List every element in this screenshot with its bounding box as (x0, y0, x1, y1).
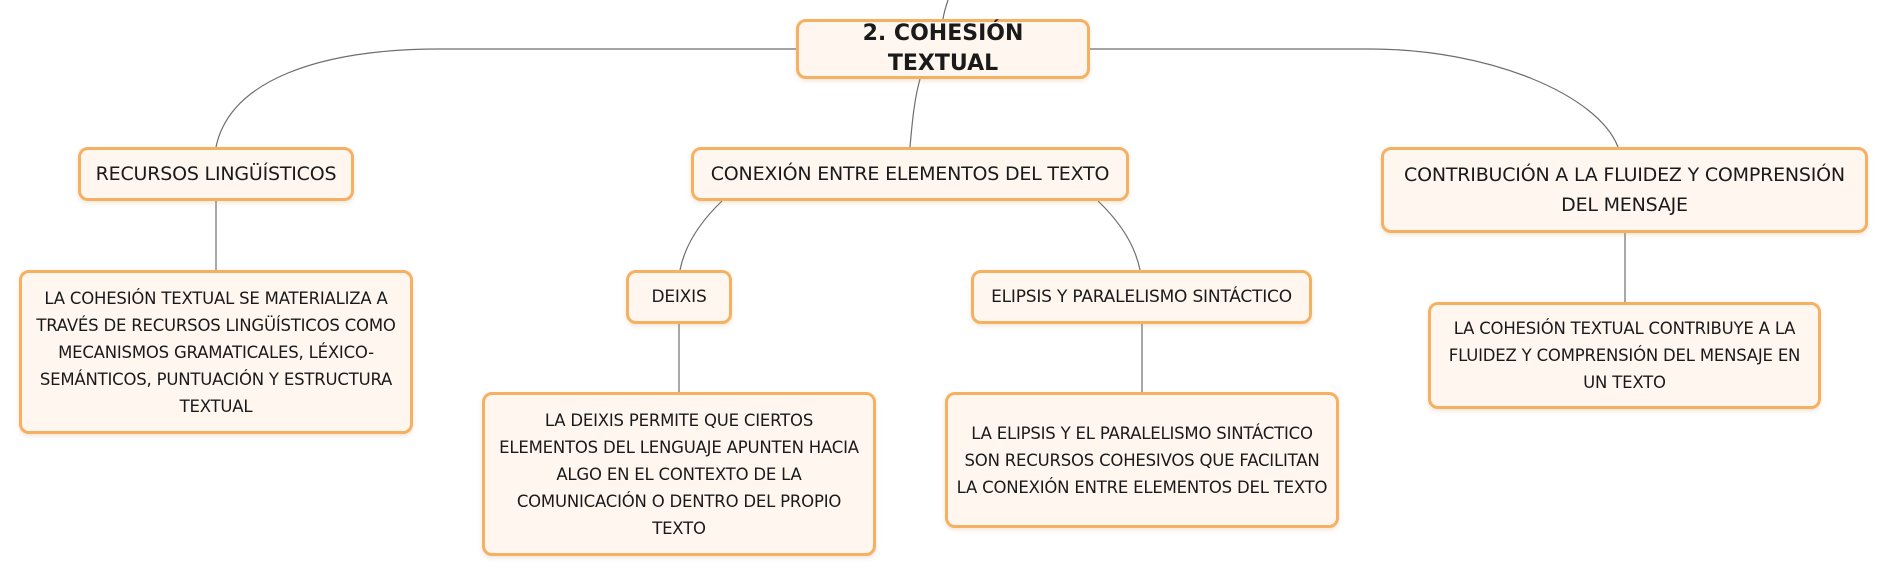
node-recursos-linguisticos[interactable]: RECURSOS LINGÜÍSTICOS (78, 147, 354, 201)
node-label: LA COHESIÓN TEXTUAL SE MATERIALIZA A TRA… (36, 288, 396, 416)
edge-conexion-deixis (679, 200, 723, 271)
edge-root-contribucion (1090, 48, 1619, 148)
node-conexion-elementos[interactable]: CONEXIÓN ENTRE ELEMENTOS DEL TEXTO (691, 147, 1129, 201)
node-cohesion-textual[interactable]: 2. COHESIÓN TEXTUAL (796, 19, 1090, 79)
node-elipsis-description[interactable]: LA ELIPSIS Y EL PARALELISMO SINTÁCTICO S… (945, 392, 1339, 528)
node-label: LA DEIXIS PERMITE QUE CIERTOS ELEMENTOS … (499, 410, 859, 538)
edge-root-conexion (909, 78, 921, 148)
node-recursos-description[interactable]: LA COHESIÓN TEXTUAL SE MATERIALIZA A TRA… (19, 270, 413, 434)
node-elipsis-paralelismo[interactable]: ELIPSIS Y PARALELISMO SINTÁCTICO (971, 270, 1312, 324)
node-label: CONEXIÓN ENTRE ELEMENTOS DEL TEXTO (710, 163, 1110, 185)
node-contribucion-description[interactable]: LA COHESIÓN TEXTUAL CONTRIBUYE A LA FLUI… (1428, 302, 1821, 409)
node-label: 2. COHESIÓN TEXTUAL (862, 21, 1024, 76)
edge-root-recursos (215, 48, 796, 148)
node-label: ELIPSIS Y PARALELISMO SINTÁCTICO (991, 287, 1292, 307)
node-label: CONTRIBUCIÓN A LA FLUIDEZ Y COMPRENSIÓN … (1404, 164, 1845, 216)
edge-conexion-elipsis (1097, 200, 1141, 271)
node-contribucion-fluidez[interactable]: CONTRIBUCIÓN A LA FLUIDEZ Y COMPRENSIÓN … (1381, 147, 1868, 233)
edge-parent-root (942, 0, 949, 20)
node-deixis[interactable]: DEIXIS (626, 270, 732, 324)
node-label: LA COHESIÓN TEXTUAL CONTRIBUYE A LA FLUI… (1448, 319, 1801, 392)
node-deixis-description[interactable]: LA DEIXIS PERMITE QUE CIERTOS ELEMENTOS … (482, 392, 876, 556)
node-label: DEIXIS (651, 287, 707, 307)
node-label: RECURSOS LINGÜÍSTICOS (95, 163, 337, 185)
node-label: LA ELIPSIS Y EL PARALELISMO SINTÁCTICO S… (956, 423, 1328, 497)
